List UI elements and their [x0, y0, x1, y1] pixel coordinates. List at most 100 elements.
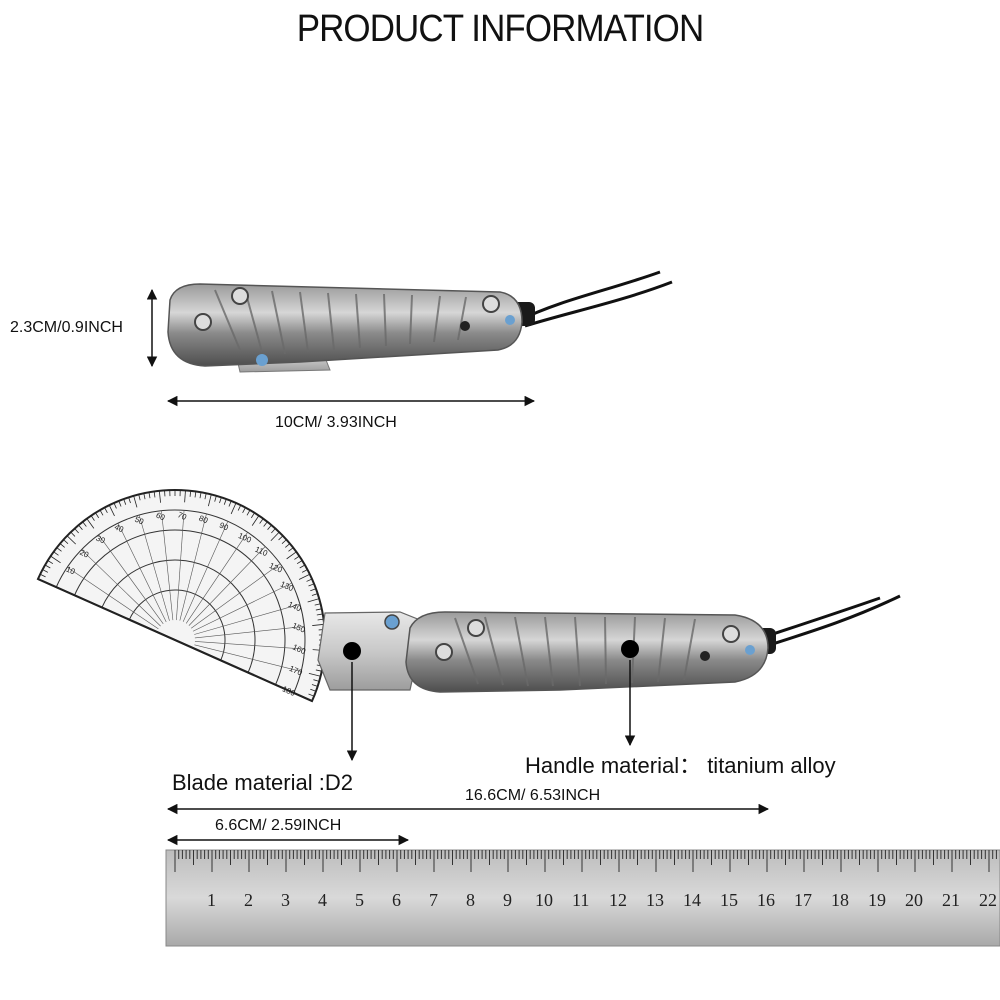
page-title: PRODUCT INFORMATION — [296, 8, 704, 50]
protractor-tick — [143, 493, 146, 500]
handle-material-label: Handle material： titanium alloy — [525, 753, 836, 778]
handle-marker-dot — [621, 640, 639, 658]
protractor-tick — [263, 521, 268, 527]
ruler-number: 15 — [720, 890, 738, 910]
protractor-ray — [182, 521, 229, 622]
protractor-tick — [174, 489, 176, 497]
protractor-tick — [184, 490, 186, 503]
protractor-number: 60 — [155, 511, 167, 523]
protractor-tick — [317, 618, 324, 621]
protractor-tick — [294, 555, 300, 560]
blade-length-label: 6.6CM/ 2.59INCH — [215, 817, 342, 834]
protractor-tick — [311, 593, 318, 596]
height-dimension-label: 2.3CM/0.9INCH — [10, 319, 123, 336]
protractor-tick — [169, 490, 171, 497]
protractor-number: 30 — [95, 534, 107, 546]
ruler-number: 8 — [466, 890, 475, 910]
protractor-tick — [308, 672, 321, 677]
protractor-tick — [40, 573, 46, 578]
protractor-tick — [228, 500, 232, 507]
protractor-ray — [179, 513, 207, 621]
protractor-ray — [188, 546, 266, 626]
protractor-tick — [63, 539, 69, 544]
protractor-number: 80 — [197, 514, 209, 526]
protractor-tick — [123, 498, 127, 505]
protractor-ray — [191, 563, 281, 629]
ruler-number: 12 — [609, 890, 627, 910]
folded-knife — [167, 270, 673, 373]
protractor-tick — [311, 684, 318, 687]
protractor-tick — [313, 679, 320, 682]
protractor-tick — [148, 492, 151, 499]
ruler-number: 17 — [794, 890, 812, 910]
protractor-ray — [194, 626, 305, 639]
protractor-ray — [194, 644, 302, 672]
protractor-tick — [308, 693, 315, 697]
ruler-number: 19 — [868, 890, 886, 910]
protractor-tick — [299, 564, 306, 569]
protractor-ray — [81, 549, 161, 627]
protractor-tick — [316, 613, 323, 616]
protractor-tick — [315, 608, 322, 611]
protractor-tick — [250, 512, 255, 519]
protractor-tick — [312, 623, 325, 626]
protractor-tick — [153, 491, 156, 498]
protractor-tick — [270, 531, 280, 542]
ruler-number: 16 — [757, 890, 775, 910]
protractor-tick — [288, 547, 294, 552]
protractor-tick — [74, 528, 79, 534]
protractor-tick — [133, 495, 138, 508]
open-handle — [405, 611, 769, 693]
ruler-number: 18 — [831, 890, 849, 910]
ruler-number: 14 — [683, 890, 701, 910]
protractor-tick — [285, 543, 291, 548]
ruler-number: 21 — [942, 890, 960, 910]
protractor-ray — [194, 603, 301, 635]
protractor-number: 10 — [65, 565, 77, 577]
protractor-tick — [308, 583, 315, 587]
protractor-tick — [286, 551, 297, 560]
protractor-number: 70 — [176, 510, 188, 522]
protractor-tick — [78, 524, 83, 530]
protractor-tick — [95, 512, 100, 519]
protractor-tick — [315, 669, 322, 672]
protractor-tick — [108, 505, 115, 517]
protractor-ray — [192, 582, 292, 632]
ruler-number: 1 — [207, 890, 216, 910]
protractor-tick — [278, 535, 284, 541]
protractor-tick — [179, 490, 181, 497]
protractor-tick — [44, 564, 51, 569]
ruler-number: 20 — [905, 890, 923, 910]
protractor-tick — [242, 507, 246, 514]
protractor-tick — [310, 688, 317, 692]
protractor-tick — [56, 547, 62, 552]
protractor-tick — [104, 507, 108, 514]
blade-marker-dot — [343, 642, 361, 660]
protractor-tick — [66, 535, 77, 545]
total-length-label: 16.6CM/ 6.53INCH — [465, 787, 601, 804]
protractor-tick — [138, 494, 141, 501]
protractor-tick — [207, 494, 212, 507]
protractor-tick — [82, 521, 87, 527]
protractor-ray — [185, 532, 248, 624]
protractor-tick — [219, 497, 222, 504]
protractor-number: 40 — [113, 522, 125, 534]
ruler-number: 11 — [572, 890, 589, 910]
protractor-tick — [259, 518, 264, 524]
length-dimension-label: 10CM/ 3.93INCH — [275, 414, 397, 431]
protractor-ray — [138, 514, 170, 621]
ruler-number: 6 — [392, 890, 401, 910]
protractor-tick — [267, 524, 272, 530]
protractor-number: 90 — [218, 521, 230, 533]
protractor-tick — [246, 509, 251, 516]
protractor-tick — [86, 518, 95, 529]
ruler-number: 3 — [281, 890, 290, 910]
protractor-ray — [98, 534, 164, 624]
protractor-tick — [50, 555, 61, 564]
ruler-number: 2 — [244, 890, 253, 910]
protractor-tick — [189, 490, 192, 497]
protractor-ray — [161, 510, 174, 621]
open-knife — [317, 594, 901, 693]
